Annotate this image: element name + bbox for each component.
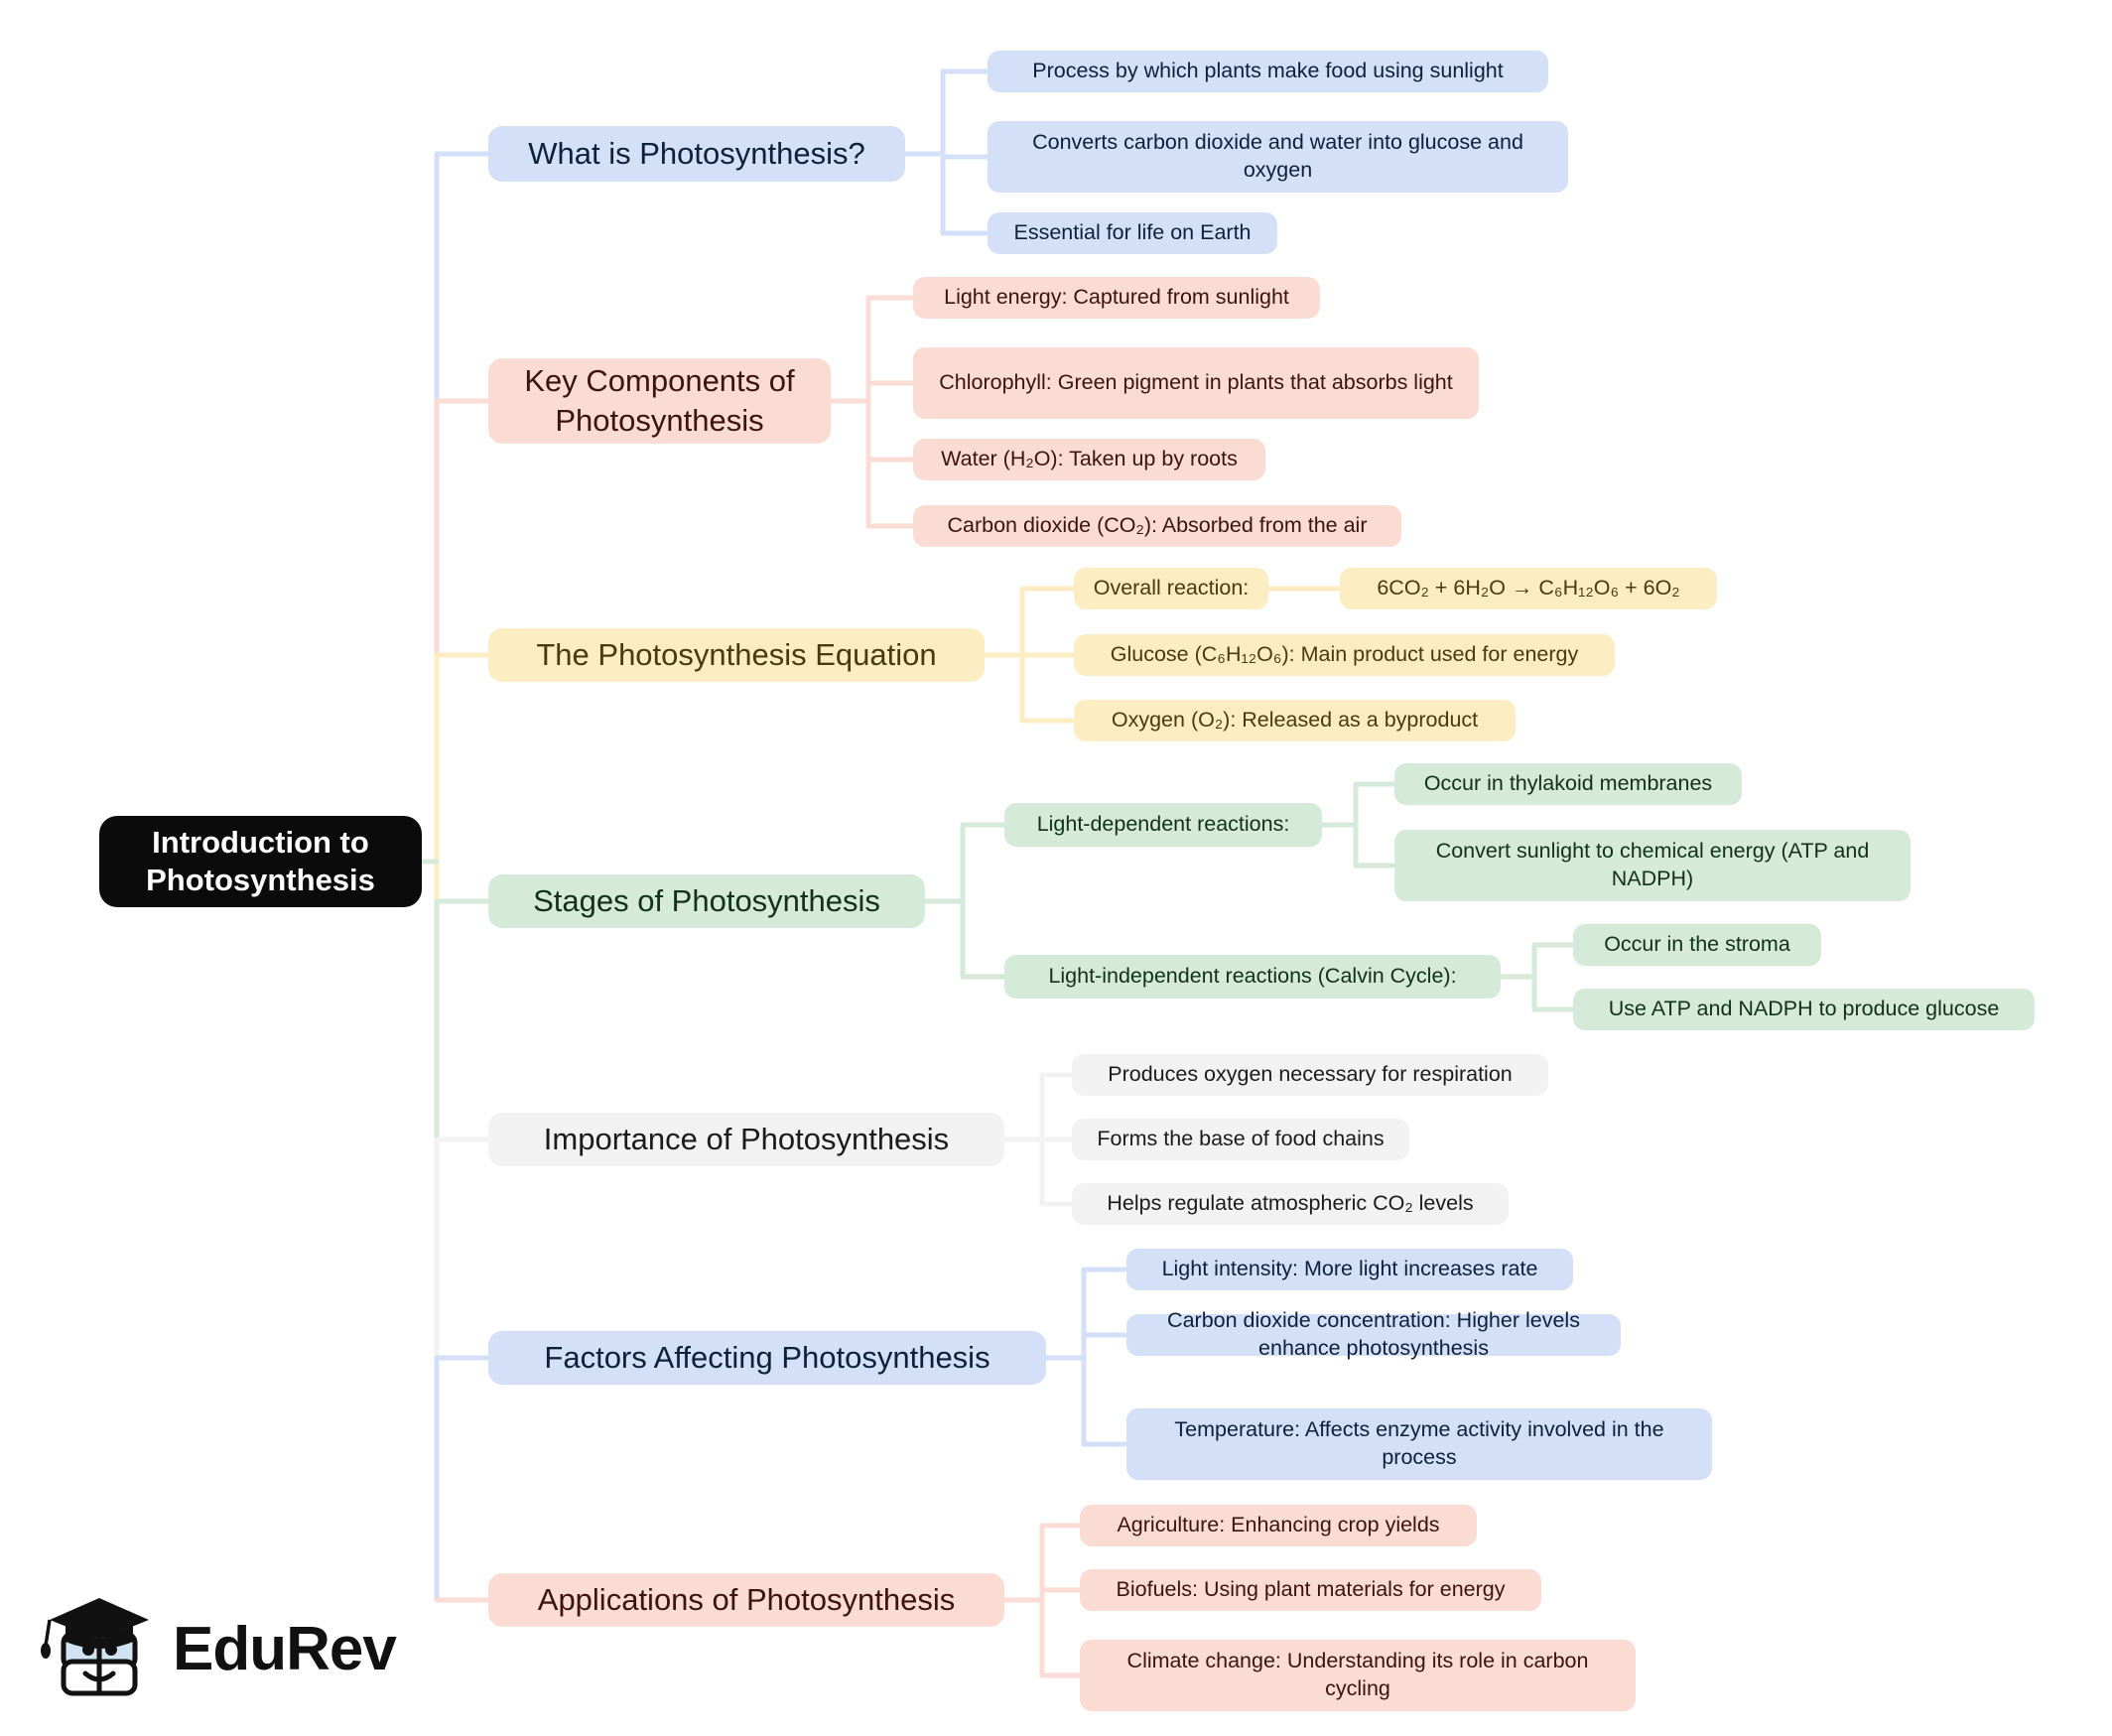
child-node-5-3[interactable]: Helps regulate atmospheric CO₂ levels [1072,1183,1509,1225]
child-node-2-3[interactable]: Water (H₂O): Taken up by roots [913,439,1265,480]
grandchild-node-4-1-2[interactable]: Convert sunlight to chemical energy (ATP… [1394,830,1911,901]
child-node-1-3[interactable]: Essential for life on Earth [988,212,1277,254]
child-node-5-1[interactable]: Produces oxygen necessary for respiratio… [1072,1054,1548,1096]
root-node[interactable]: Introduction to Photosynthesis [99,816,422,907]
child-node-2-2[interactable]: Chlorophyll: Green pigment in plants tha… [913,347,1479,419]
branch-node-7[interactable]: Applications of Photosynthesis [488,1573,1004,1627]
branch-node-1[interactable]: What is Photosynthesis? [488,126,905,182]
graduation-cap-book-mascot-icon [41,1598,149,1696]
child-node-2-4[interactable]: Carbon dioxide (CO₂): Absorbed from the … [913,505,1401,547]
child-node-5-2[interactable]: Forms the base of food chains [1072,1119,1409,1160]
child-node-6-2[interactable]: Carbon dioxide concentration: Higher lev… [1126,1308,1621,1360]
child-node-3-2[interactable]: Glucose (C₆H₁₂O₆): Main product used for… [1074,634,1615,676]
child-node-7-3[interactable]: Climate change: Understanding its role i… [1080,1640,1636,1711]
branch-node-4[interactable]: Stages of Photosynthesis [488,874,925,928]
edurev-logo: EduRev [36,1584,453,1713]
branch-node-6[interactable]: Factors Affecting Photosynthesis [488,1331,1046,1385]
grandchild-node-4-1-1[interactable]: Occur in thylakoid membranes [1394,763,1742,805]
child-node-1-1[interactable]: Process by which plants make food using … [988,51,1548,92]
branch-node-5[interactable]: Importance of Photosynthesis [488,1113,1004,1166]
grandchild-node-3-1-1[interactable]: 6CO₂ + 6H₂O → C₆H₁₂O₆ + 6O₂ [1340,568,1717,609]
child-node-7-1[interactable]: Agriculture: Enhancing crop yields [1080,1505,1477,1546]
child-node-6-1[interactable]: Light intensity: More light increases ra… [1126,1249,1573,1290]
child-node-7-2[interactable]: Biofuels: Using plant materials for ener… [1080,1569,1541,1611]
brand-name: EduRev [173,1614,397,1683]
grandchild-node-4-2-1[interactable]: Occur in the stroma [1573,924,1821,966]
child-node-2-1[interactable]: Light energy: Captured from sunlight [913,277,1320,319]
grandchild-node-4-2-2[interactable]: Use ATP and NADPH to produce glucose [1573,989,2035,1030]
child-node-6-3[interactable]: Temperature: Affects enzyme activity inv… [1126,1408,1712,1480]
child-node-3-1[interactable]: Overall reaction: [1074,568,1268,609]
child-node-3-3[interactable]: Oxygen (O₂): Released as a byproduct [1074,700,1516,741]
child-node-4-2[interactable]: Light-independent reactions (Calvin Cycl… [1004,955,1501,999]
child-node-4-1[interactable]: Light-dependent reactions: [1004,803,1322,847]
child-node-1-2[interactable]: Converts carbon dioxide and water into g… [988,121,1568,193]
branch-node-3[interactable]: The Photosynthesis Equation [488,628,985,682]
branch-node-2[interactable]: Key Components of Photosynthesis [488,358,831,444]
